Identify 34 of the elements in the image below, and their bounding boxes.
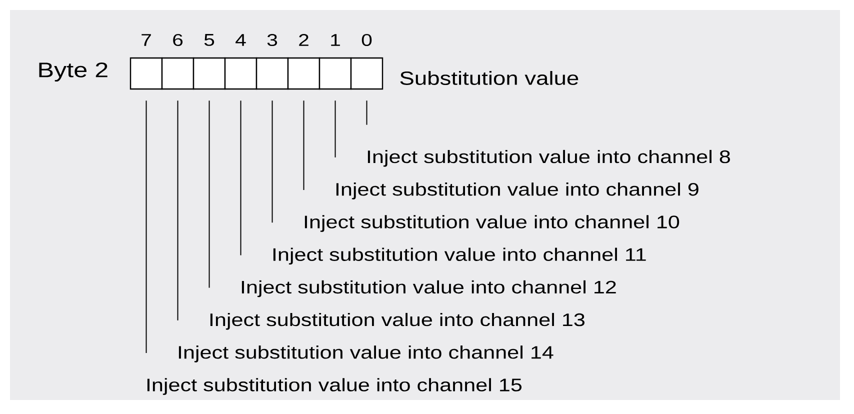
bit-number: 3 bbox=[267, 34, 278, 46]
leader-text: Inject substitution value into channel 9 bbox=[336, 182, 698, 200]
leader-line bbox=[240, 100, 242, 256]
leader-text: Inject substitution value into channel 11 bbox=[273, 248, 646, 265]
leader-text: Inject substitution value into channel 15 bbox=[147, 378, 522, 395]
leader-text: Inject substitution value into channel 8 bbox=[368, 150, 730, 167]
bit-cell bbox=[318, 57, 352, 90]
bit-cell bbox=[161, 57, 194, 90]
bit-cell bbox=[287, 57, 320, 90]
leader-line bbox=[303, 100, 304, 190]
leader-line bbox=[366, 100, 368, 126]
bit-number: 5 bbox=[204, 34, 214, 46]
bit-cell bbox=[256, 57, 289, 90]
leader-text: Inject substitution value into channel 13 bbox=[210, 312, 584, 330]
leader-text: Inject substitution value into channel 10 bbox=[304, 215, 680, 232]
byte-label: Byte 2 bbox=[39, 62, 108, 82]
leader-line bbox=[334, 100, 336, 158]
leader-line bbox=[208, 100, 210, 288]
leader-text: Inject substitution value into channel 12 bbox=[242, 280, 616, 298]
bit-number: 2 bbox=[299, 34, 308, 46]
bit-cell bbox=[350, 57, 384, 90]
bit-number: 0 bbox=[362, 34, 372, 46]
bit-number: 1 bbox=[331, 34, 340, 46]
bit-cell bbox=[130, 57, 163, 90]
field-label: Substitution value bbox=[400, 71, 578, 85]
bit-number: 4 bbox=[236, 34, 246, 46]
bit-cell bbox=[192, 57, 226, 90]
bit-number: 6 bbox=[173, 34, 183, 46]
leader-line bbox=[146, 100, 147, 354]
bit-cell bbox=[224, 57, 258, 90]
bit-number: 7 bbox=[142, 34, 151, 46]
leader-line bbox=[177, 100, 178, 321]
leader-text: Inject substitution value into channel 14 bbox=[178, 346, 554, 362]
leader-line bbox=[272, 100, 273, 224]
